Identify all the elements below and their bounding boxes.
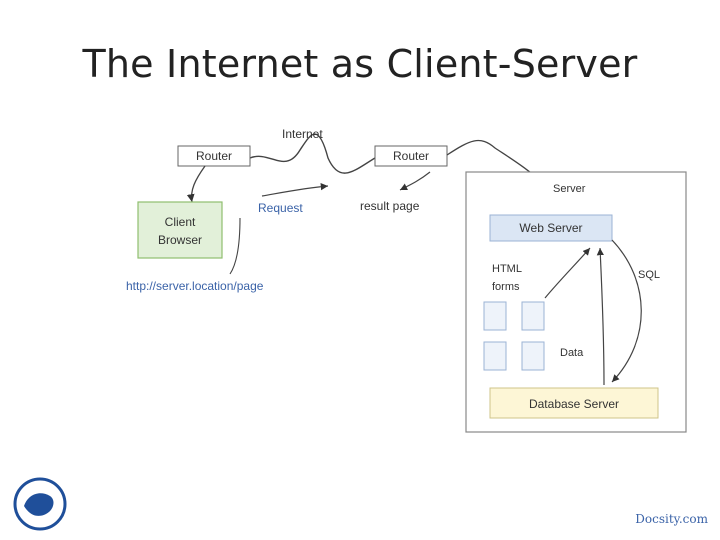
router-left-label: Router [196, 149, 232, 163]
web-server-box [489, 214, 613, 242]
html-forms-label-1: HTML [492, 263, 522, 275]
client-router-line [186, 165, 206, 203]
form-page-4 [521, 341, 545, 371]
router-right-label: Router [393, 149, 429, 163]
form-page-2 [521, 301, 545, 331]
request-label: Request [258, 201, 303, 215]
result-arrow [399, 171, 431, 191]
db-to-webserver-arrow [596, 247, 605, 386]
database-server-box [489, 387, 659, 419]
url-leader-line [229, 217, 241, 275]
client-browser-box [137, 201, 223, 259]
slide-title: The Internet as Client-Server [82, 42, 638, 86]
request-arrow [261, 183, 329, 197]
sql-arrow [611, 239, 642, 383]
form-page-3 [483, 341, 507, 371]
html-forms-label-2: forms [492, 281, 520, 293]
database-server-label: Database Server [529, 397, 619, 411]
url-label: http://server.location/page [126, 279, 264, 293]
router-right-box [374, 145, 448, 167]
data-label: Data [560, 347, 584, 359]
footer-watermark[interactable]: Docsity.com [635, 512, 708, 526]
forms-to-webserver-arrow [544, 247, 591, 299]
university-logo-icon [13, 477, 67, 531]
client-browser-label-2: Browser [158, 233, 202, 247]
internet-cloud-line [249, 133, 376, 174]
web-server-label: Web Server [519, 221, 582, 235]
server-label: Server [553, 183, 586, 195]
sql-label: SQL [638, 269, 660, 281]
router-left-box [177, 145, 251, 167]
client-browser-label-1: Client [165, 215, 196, 229]
internet-label: Internet [282, 127, 323, 141]
form-page-1 [483, 301, 507, 331]
result-page-label: result page [360, 199, 420, 213]
